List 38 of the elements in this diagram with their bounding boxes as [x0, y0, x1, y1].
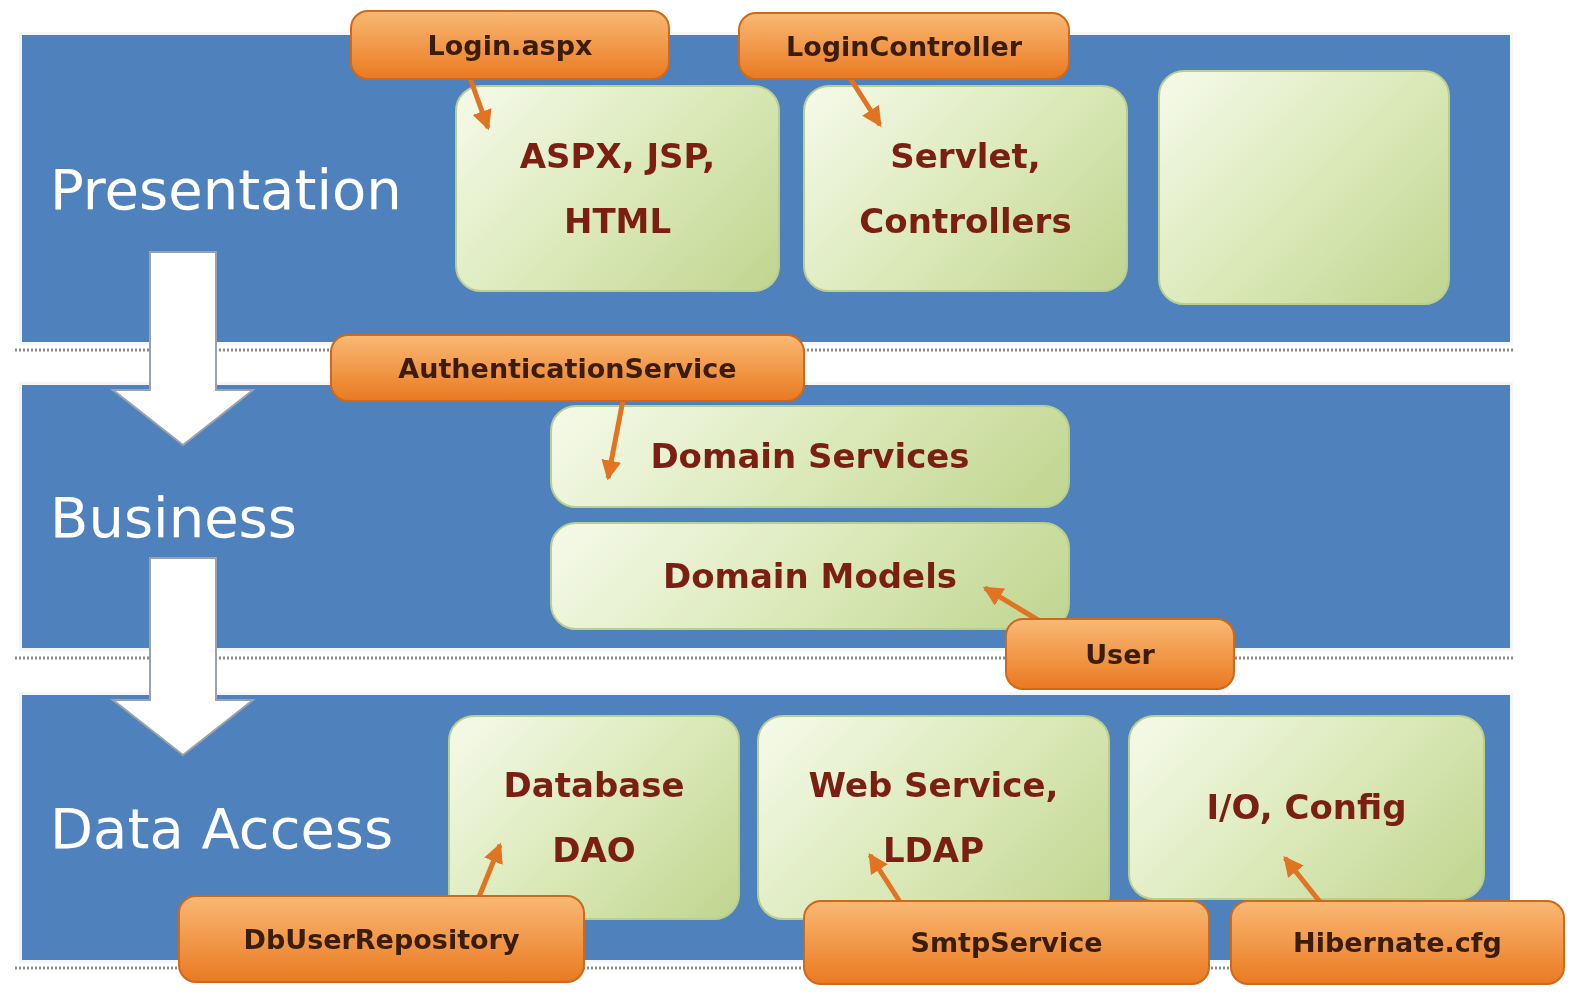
layer-title: Data Access: [50, 795, 394, 860]
component-box: [1158, 70, 1450, 305]
component-label: I/O, Config: [1206, 786, 1407, 830]
callout-pointer: [467, 77, 492, 131]
callout-pointer: [476, 842, 503, 898]
callout-bubble: [1005, 618, 1235, 690]
component-box: [448, 715, 740, 920]
component-box: [1128, 715, 1485, 900]
callout-text: Hibernate.cfg: [1293, 927, 1502, 958]
component-label: Domain Services: [650, 435, 970, 479]
callout-bubble: [803, 900, 1210, 985]
callout-text: AuthenticationService: [398, 352, 737, 384]
callout-text: User: [1085, 638, 1155, 670]
layer-title: Business: [50, 484, 297, 549]
component-box: [757, 715, 1110, 920]
component-label: Domain Models: [662, 554, 958, 598]
callout-text: DbUserRepository: [243, 923, 520, 955]
component-box: [455, 85, 780, 292]
layer-band: [22, 35, 1510, 342]
callout-bubble: [350, 10, 670, 80]
block-arrow: [110, 557, 256, 757]
component-label: Web Service, LDAP: [807, 763, 1060, 872]
block-arrow: [110, 251, 256, 447]
component-box: [550, 405, 1070, 508]
component-box: [803, 85, 1128, 292]
component-label: Database DAO: [502, 763, 686, 872]
callout-bubble: [178, 895, 585, 983]
callout-bubble: [1230, 900, 1565, 985]
component-label: Servlet, Controllers: [858, 134, 1073, 243]
callout-text: LoginController: [785, 30, 1023, 62]
component-box: [550, 522, 1070, 630]
callout-bubble: [330, 334, 805, 402]
callout-bubble: [738, 12, 1070, 80]
callout-pointer: [601, 399, 626, 481]
callout-text: SmtpService: [910, 927, 1103, 958]
callout-text: Login.aspx: [427, 29, 593, 61]
component-label: ASPX, JSP, HTML: [518, 134, 717, 243]
layer-title: Presentation: [50, 156, 402, 221]
